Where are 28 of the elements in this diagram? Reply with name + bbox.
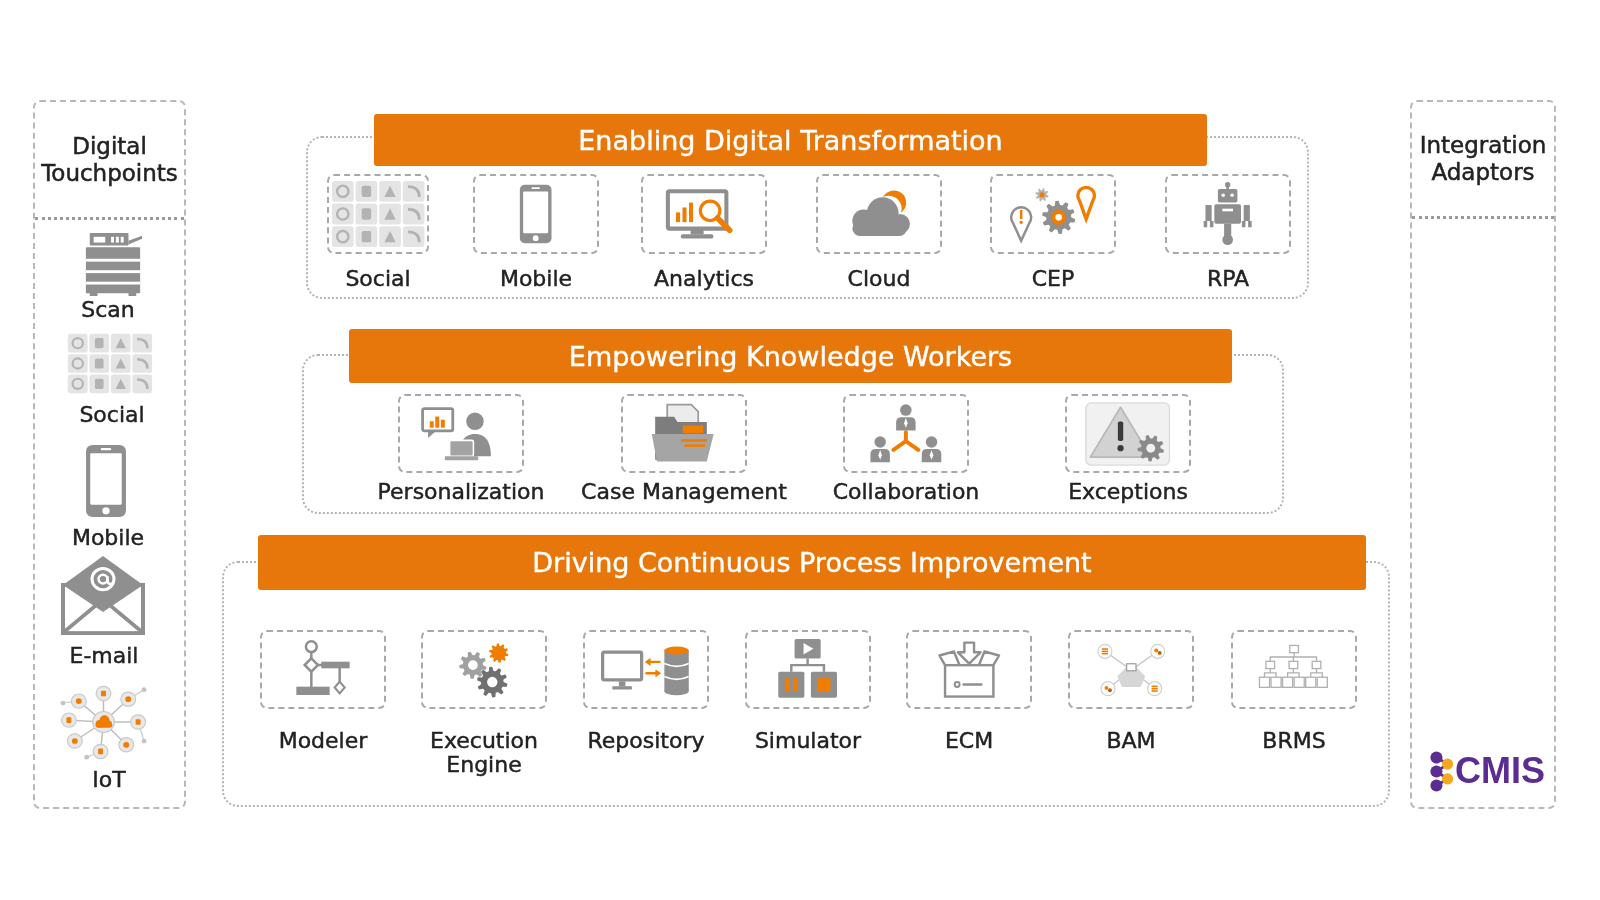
channel-label: IoT: [92, 766, 126, 792]
item-label: Exceptions: [1068, 480, 1188, 504]
channel-label: Scan: [81, 296, 135, 322]
item-label: Repository: [587, 729, 705, 753]
channel-label: Mobile: [71, 524, 145, 550]
channel-label: Social: [79, 401, 145, 427]
standard-name: CMIS: [1455, 751, 1545, 791]
item-label: Mobile: [499, 267, 573, 291]
section-heading: Driving Continuous Process Improvement: [258, 535, 1366, 590]
item-label: Cloud: [847, 267, 911, 291]
item-label: ECM: [944, 729, 994, 753]
item-label: Personalization: [377, 480, 545, 504]
item-label: Execution Engine: [429, 729, 539, 777]
section-heading: Empowering Knowledge Workers: [349, 329, 1232, 383]
column-heading: Digital Touchpoints: [35, 102, 184, 220]
item-label: BAM: [1106, 729, 1156, 753]
item-label: Collaboration: [832, 480, 980, 504]
channel-label: E-mail: [69, 642, 139, 668]
item-label: Case Management: [581, 480, 787, 504]
section-heading: Enabling Digital Transformation: [374, 114, 1207, 166]
column-heading: Integration Adaptors: [1412, 102, 1554, 219]
item-label: Social: [345, 267, 411, 291]
item-label: Modeler: [278, 729, 368, 753]
item-label: Analytics: [654, 267, 754, 291]
item-label: RPA: [1206, 267, 1250, 291]
item-label: Simulator: [754, 729, 862, 753]
item-label: CEP: [1031, 267, 1075, 291]
item-label: BRMS: [1262, 729, 1326, 753]
